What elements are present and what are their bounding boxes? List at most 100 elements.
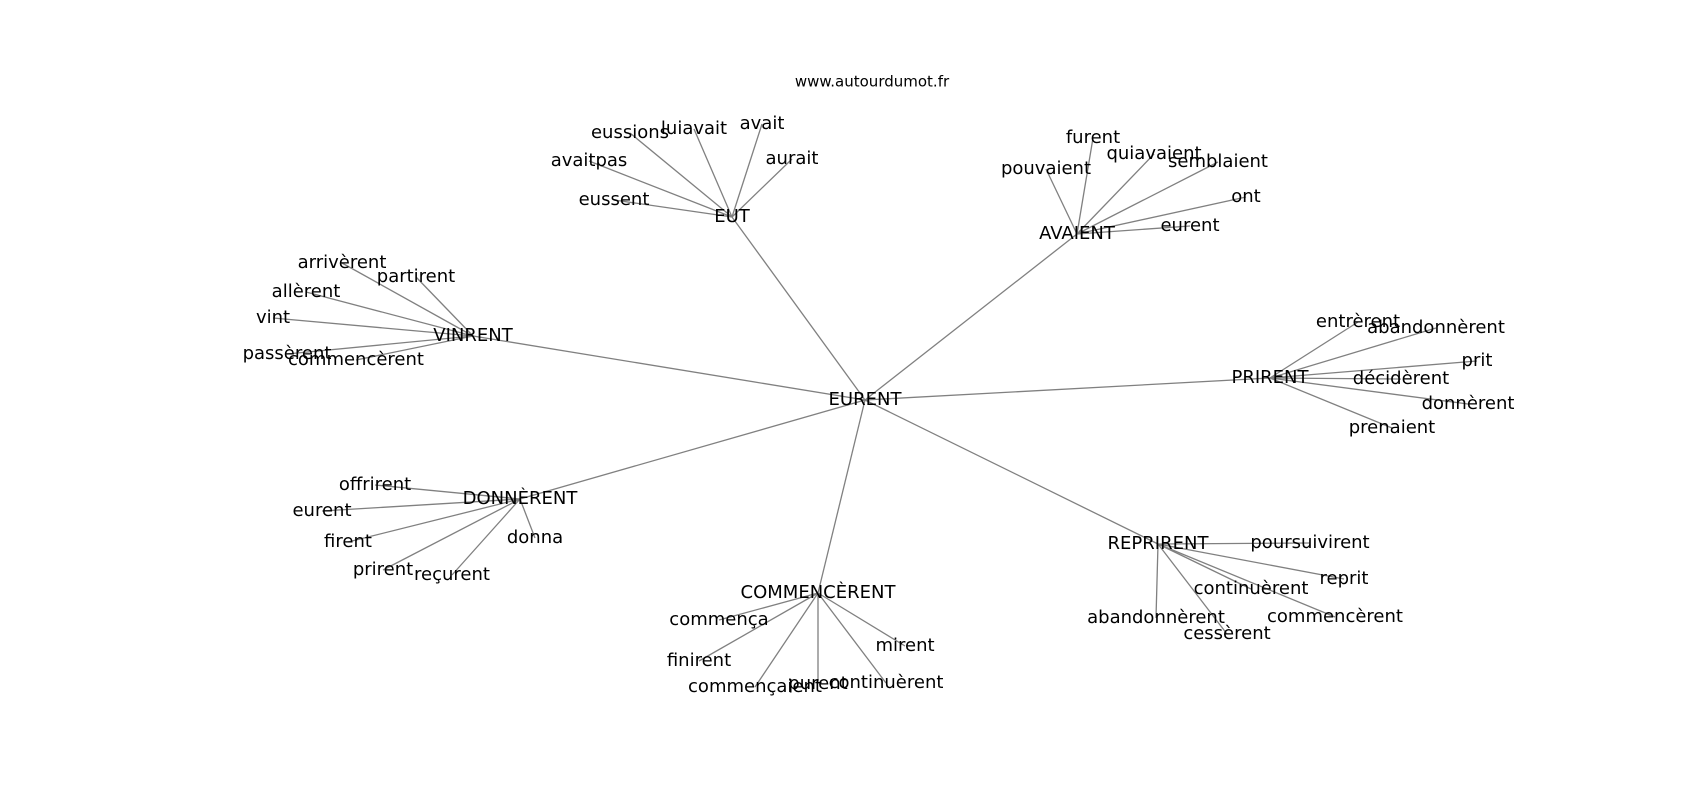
edge-hub-leaf (341, 262, 474, 337)
edge-hub-leaf (1269, 377, 1393, 429)
edge-hub-leaf (347, 498, 521, 543)
edge-hub-leaf (1269, 377, 1469, 405)
leaf-word[interactable]: abandonnèrent (1367, 317, 1505, 338)
leaf-word[interactable]: finirent (667, 650, 731, 671)
leaf-word[interactable]: vint (256, 307, 290, 328)
edge-hub-leaf (698, 592, 819, 662)
leaf-word[interactable]: cessèrent (1183, 623, 1270, 644)
edge-hub-leaf (1269, 327, 1437, 379)
leaf-word[interactable]: aurait (766, 148, 819, 169)
edge-hub-leaf (754, 592, 819, 688)
edge-hub-leaf (1076, 196, 1247, 235)
edge-hub-leaf (286, 335, 474, 355)
leaf-word[interactable]: entrèrent (1316, 311, 1400, 332)
leaf-word[interactable]: avait (740, 113, 785, 134)
leaf-word[interactable]: luiavait (661, 118, 727, 139)
edge-center-hub (864, 399, 1159, 545)
hub-word[interactable]: REPRIRENT (1108, 533, 1210, 554)
edge-hub-leaf (1157, 543, 1336, 618)
edge-center-hub (519, 399, 866, 500)
edge-center-hub (864, 377, 1271, 401)
leaf-word[interactable]: avaitpas (551, 150, 628, 171)
leaf-word[interactable]: continuèrent (1194, 578, 1309, 599)
edge-hub-leaf (1269, 360, 1478, 379)
leaf-word[interactable]: commençaient (688, 676, 822, 697)
leaf-word[interactable]: abandonnèrent (1087, 607, 1225, 628)
edge-hub-leaf (1045, 168, 1078, 235)
hub-word[interactable]: DONNÈRENT (463, 487, 579, 509)
leaf-word[interactable]: donna (507, 527, 563, 548)
edge-hub-leaf (629, 132, 733, 218)
leaf-word[interactable]: arrivèrent (298, 252, 387, 273)
edge-hub-leaf (1269, 377, 1402, 380)
leaf-word[interactable]: eurent (292, 500, 351, 521)
edge-hub-leaf (519, 498, 536, 539)
edge-hub-leaf (613, 199, 733, 218)
edge-hub-leaf (415, 276, 474, 337)
edge-hub-leaf (1157, 542, 1311, 545)
hub-word[interactable]: VINRENT (433, 325, 513, 346)
leaf-word[interactable]: mirent (875, 635, 934, 656)
edge-hub-leaf (1076, 137, 1094, 235)
edge-hub-leaf (382, 498, 521, 571)
hub-word[interactable]: EUT (714, 206, 751, 227)
leaf-word[interactable]: eussent (579, 189, 650, 210)
center-word[interactable]: EURENT (829, 389, 903, 410)
leaf-word[interactable]: partirent (377, 266, 455, 287)
leaf-word[interactable]: allèrent (272, 281, 341, 302)
edge-hub-leaf (817, 592, 887, 684)
leaf-word[interactable]: furent (1066, 127, 1120, 148)
edge-hub-leaf (321, 498, 521, 512)
edge-hub-leaf (731, 158, 793, 218)
leaf-word[interactable]: firent (324, 531, 372, 552)
leaf-word[interactable]: commencèrent (288, 349, 424, 370)
hub-word[interactable]: PRIRENT (1231, 367, 1309, 388)
edge-hub-leaf (1157, 543, 1228, 635)
leaf-word[interactable]: reprit (1320, 568, 1369, 589)
edge-hub-leaf (1076, 225, 1191, 235)
edge-hub-leaf (374, 484, 521, 500)
edge-hub-leaf (272, 317, 474, 337)
edge-hub-leaf (588, 160, 733, 218)
edge-hub-leaf (1076, 153, 1155, 235)
leaf-word[interactable]: pouvaient (1001, 158, 1091, 179)
leaf-word[interactable]: eurent (1160, 215, 1219, 236)
edge-hub-leaf (718, 592, 819, 621)
leaf-word[interactable]: poursuivirent (1250, 532, 1369, 553)
leaf-word[interactable]: prirent (353, 559, 413, 580)
edge-hub-leaf (817, 592, 906, 647)
leaf-word[interactable]: passèrent (243, 343, 332, 364)
edge-hub-leaf (1155, 543, 1159, 619)
leaf-word[interactable]: commencèrent (1267, 606, 1403, 627)
edge-center-hub (472, 335, 866, 401)
leaf-word[interactable]: purent (788, 673, 847, 694)
edge-hub-leaf (1269, 321, 1359, 379)
leaf-word[interactable]: commença (669, 609, 768, 630)
edge-hub-leaf (731, 123, 763, 218)
leaf-word[interactable]: semblaient (1168, 151, 1268, 172)
leaf-word[interactable]: ont (1231, 186, 1260, 207)
edge-center-hub (731, 216, 866, 401)
edge-center-hub (817, 399, 866, 594)
graph-labels: www.autourdumot.fr EURENTEUTeussionsluia… (243, 73, 1515, 698)
edge-hub-leaf (1157, 543, 1345, 580)
leaf-word[interactable]: offrirent (339, 474, 411, 495)
leaf-word[interactable]: décidèrent (1353, 368, 1449, 389)
graph-edges (272, 123, 1478, 688)
leaf-word[interactable]: quiavaient (1106, 143, 1201, 164)
edge-hub-leaf (1157, 543, 1252, 590)
edge-hub-leaf (305, 291, 474, 337)
leaf-word[interactable]: prit (1462, 350, 1493, 371)
leaf-word[interactable]: prenaient (1349, 417, 1435, 438)
leaf-word[interactable]: continuèrent (829, 672, 944, 693)
hub-word[interactable]: AVAIENT (1039, 223, 1116, 244)
edge-hub-leaf (355, 335, 474, 361)
edge-hub-leaf (693, 128, 733, 218)
leaf-word[interactable]: reçurent (414, 564, 490, 585)
edge-hub-leaf (451, 498, 521, 576)
hub-word[interactable]: COMMENCÈRENT (741, 581, 897, 603)
leaf-word[interactable]: eussions (591, 122, 669, 143)
edge-center-hub (864, 233, 1078, 401)
leaf-word[interactable]: donnèrent (1422, 393, 1515, 414)
